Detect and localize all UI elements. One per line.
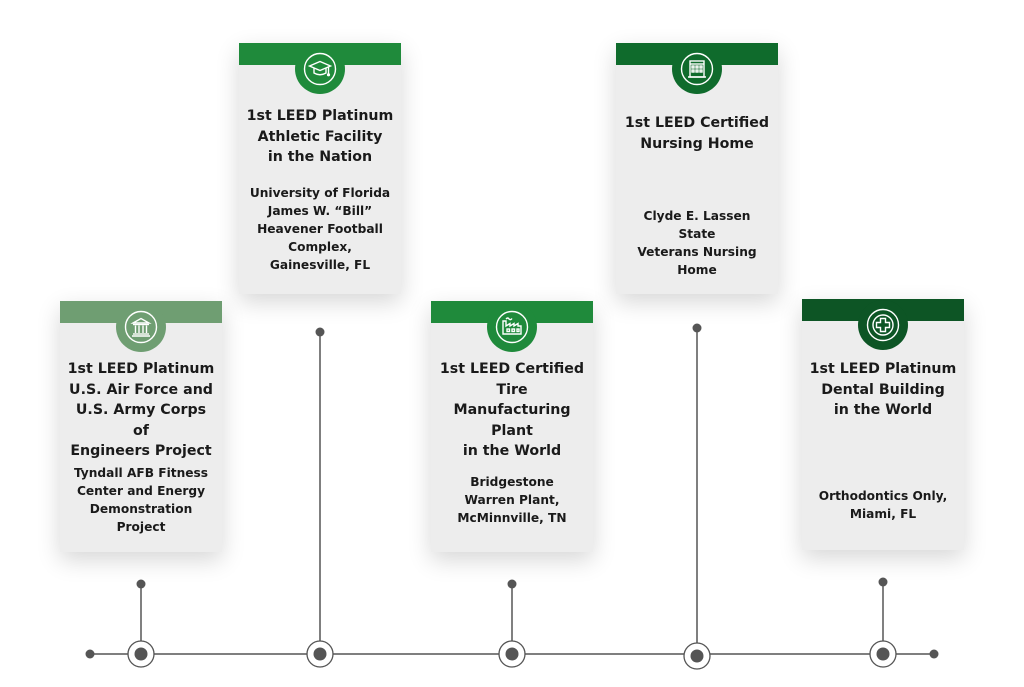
project-line: James W. “Bill” bbox=[267, 204, 373, 218]
title-line: 1st LEED Platinum bbox=[809, 361, 957, 377]
milestone-title: 1st LEED Certified Tire Manufacturing Pl… bbox=[437, 359, 587, 462]
milestone-title: 1st LEED Platinum U.S. Air Force and U.S… bbox=[66, 359, 216, 462]
project-line: Gainesville, FL bbox=[269, 258, 371, 272]
project-line: Home bbox=[677, 263, 717, 277]
milestone-title: 1st LEED Certified Nursing Home bbox=[622, 113, 772, 154]
title-line: U.S. Army Corps of bbox=[75, 402, 207, 439]
icon-badge bbox=[672, 44, 722, 94]
timeline-node-5 bbox=[869, 640, 897, 668]
project-line: Complex, bbox=[288, 240, 352, 254]
connector-dot-4 bbox=[692, 323, 702, 333]
title-line: 1st LEED Platinum bbox=[246, 108, 394, 124]
milestone-title: 1st LEED Platinum Dental Building in the… bbox=[808, 359, 958, 421]
milestone-card-dental-building: 1st LEED Platinum Dental Building in the… bbox=[802, 299, 964, 550]
title-line: Plant bbox=[491, 422, 533, 439]
project-line: Tyndall AFB Fitness bbox=[73, 466, 209, 480]
milestone-title: 1st LEED Platinum Athletic Facility in t… bbox=[245, 106, 395, 168]
factory-icon bbox=[495, 310, 529, 344]
project-line: Clyde E. Lassen State bbox=[643, 209, 751, 241]
icon-badge bbox=[858, 300, 908, 350]
project-line: Veterans Nursing bbox=[637, 245, 757, 259]
project-line: Orthodontics Only, bbox=[818, 489, 948, 503]
milestone-card-air-force: 1st LEED Platinum U.S. Air Force and U.S… bbox=[60, 301, 222, 552]
title-line: Engineers Project bbox=[70, 443, 212, 459]
project-line: Center and Energy bbox=[76, 484, 206, 498]
connector-dot-3 bbox=[507, 579, 517, 589]
project-line: Miami, FL bbox=[849, 507, 917, 521]
title-line: 1st LEED Platinum bbox=[67, 361, 215, 377]
timeline-node-1 bbox=[127, 640, 155, 668]
title-line: Nursing Home bbox=[640, 135, 754, 152]
project-line: University of Florida bbox=[249, 186, 391, 200]
graduation-cap-icon bbox=[303, 52, 337, 86]
project-line: Project bbox=[116, 520, 166, 534]
timeline-end-dot-left bbox=[85, 649, 95, 659]
milestone-card-tire-plant: 1st LEED Certified Tire Manufacturing Pl… bbox=[431, 301, 593, 552]
connector-dot-1 bbox=[136, 579, 146, 589]
connector-dot-5 bbox=[878, 577, 888, 587]
milestone-project: University of Florida James W. “Bill” He… bbox=[247, 184, 393, 274]
title-line: Dental Building bbox=[821, 381, 945, 398]
title-line: Tire Manufacturing bbox=[453, 381, 571, 419]
icon-badge bbox=[295, 44, 345, 94]
milestone-project: Orthodontics Only, Miami, FL bbox=[810, 487, 956, 523]
icon-badge bbox=[116, 302, 166, 352]
nursing-home-building-icon bbox=[680, 52, 714, 86]
medical-cross-icon bbox=[866, 308, 900, 342]
project-line: Demonstration bbox=[89, 502, 193, 516]
timeline-node-3 bbox=[498, 640, 526, 668]
project-line: Heavener Football bbox=[257, 222, 383, 236]
timeline-end-dot-right bbox=[929, 649, 939, 659]
timeline-nodes bbox=[127, 640, 897, 670]
timeline-node-4 bbox=[683, 642, 711, 670]
timeline-node-2 bbox=[306, 640, 334, 668]
title-line: 1st LEED Certified bbox=[624, 115, 770, 131]
title-line: in the Nation bbox=[267, 149, 373, 165]
title-line: U.S. Air Force and bbox=[69, 381, 213, 398]
title-line: in the World bbox=[833, 402, 933, 418]
icon-badge bbox=[487, 302, 537, 352]
milestone-project: Clyde E. Lassen State Veterans Nursing H… bbox=[624, 207, 770, 279]
project-line: Bridgestone bbox=[470, 475, 554, 489]
title-line: Athletic Facility bbox=[257, 128, 383, 145]
milestone-card-athletic-facility: 1st LEED Platinum Athletic Facility in t… bbox=[239, 43, 401, 294]
milestone-project: Tyndall AFB Fitness Center and Energy De… bbox=[68, 464, 214, 536]
project-line: McMinnville, TN bbox=[457, 511, 567, 525]
milestone-project: Bridgestone Warren Plant, McMinnville, T… bbox=[439, 473, 585, 527]
connector-dot-2 bbox=[315, 327, 325, 337]
project-line: Warren Plant, bbox=[464, 493, 560, 507]
title-line: in the World bbox=[462, 443, 562, 459]
government-building-icon bbox=[124, 310, 158, 344]
title-line: 1st LEED Certified bbox=[439, 361, 585, 377]
milestone-card-nursing-home: 1st LEED Certified Nursing Home Clyde E.… bbox=[616, 43, 778, 294]
